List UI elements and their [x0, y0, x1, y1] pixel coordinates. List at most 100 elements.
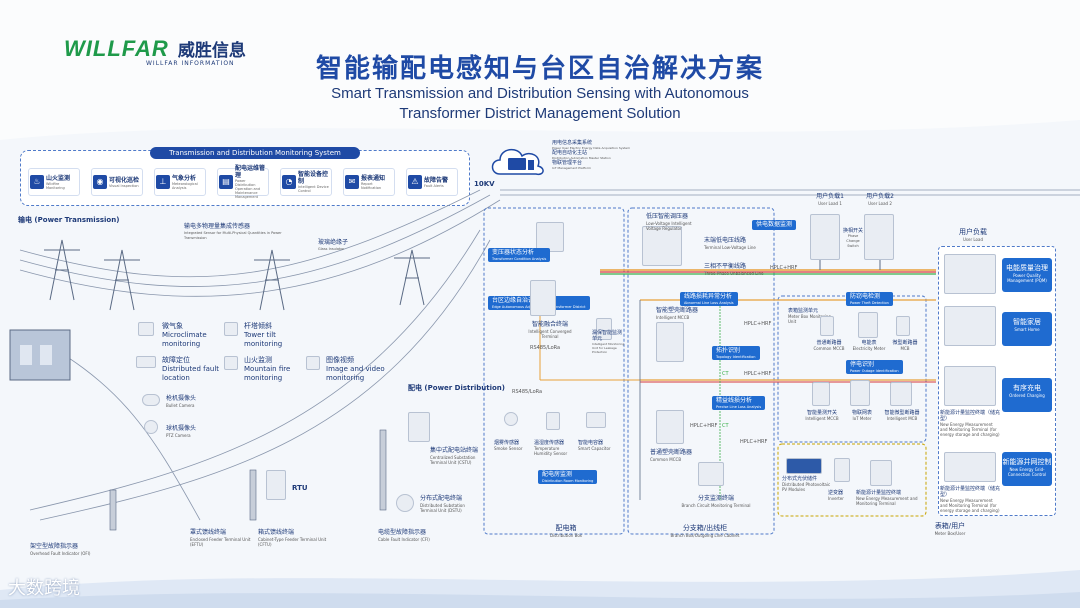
new-energy-terminal-label: 新能源计量监控终端 New Energy Measurement and Mon…: [856, 490, 918, 506]
smoke-sensor-en: Smoke Sensor: [494, 446, 523, 451]
cstu-device-icon: [408, 412, 430, 442]
monitoring-item-sublabel: Power Distribution Operation and Mainten…: [235, 179, 261, 199]
common-breaker-cn: 普通断路器: [816, 340, 842, 346]
outage-id-en: Power Outage Identification: [850, 369, 899, 373]
electricity-meter-label: 电能表 Electricity Meter: [852, 340, 886, 351]
sensor-label: 输电多物理量集成传感器 Integrated Sensor for Multi-…: [184, 222, 284, 241]
converged-terminal-en: Intelligent Converged Terminal: [528, 329, 572, 339]
meter-box-footer-en: Meter Box/User: [934, 531, 966, 536]
smart-switch-en: Intelligent MCCB: [805, 416, 839, 421]
cloud-label-2: 配电自动化主站: [552, 150, 588, 156]
cfi-en: Cable Fault Indicator (CFI): [378, 537, 430, 542]
bullet-camera-icon: [142, 394, 160, 406]
distribution-box-footer-cn: 配电箱: [555, 524, 577, 532]
capacitor-en: Smart Capacitor: [578, 446, 611, 451]
cstu-label: 集中式配电站终端 Centralized Substation Terminal…: [430, 446, 490, 465]
voltage-regulator-icon: [642, 226, 682, 266]
voltage-regulator-cn: 低压智能调压器: [646, 213, 689, 220]
inverter-en: Inverter: [828, 496, 844, 501]
distribution-room-tag: 配电房监测 Distribution Room Monitoring: [538, 470, 598, 484]
ofi-en: Overhead Fault Indicator (OFI): [30, 551, 91, 556]
branch-terminal-en: Branch Circuit Monitoring Terminal: [681, 503, 751, 508]
ofi-label: 架空型故障指示器 Overhead Fault Indicator (OFI): [30, 542, 110, 556]
rs485-label-1: RS485/LoRa: [530, 345, 561, 351]
temp-sensor-icon: [546, 412, 560, 430]
end-low-voltage-cn: 末端低电压线路: [704, 237, 747, 244]
side-function-sublabel: Power Quality Management (PQM): [1007, 273, 1047, 283]
micro-breaker-label: 微型断路器 MCB: [888, 340, 922, 351]
electricity-meter-en: Electricity Meter: [852, 346, 886, 351]
user-load-2-cn: 用户负载2: [866, 193, 894, 200]
intelligent-mccb-cn: 智能塑壳断路器: [656, 307, 699, 314]
page-title-cn: 智能输配电感知与台区自治解决方案: [315, 54, 764, 84]
ptz-camera-icon: [144, 420, 158, 434]
cstu-cn: 集中式配电站终端: [430, 447, 479, 454]
capacitor-label: 智能电容器 Smart Capacitor: [578, 440, 622, 451]
theft-detect-tag: 防窃电检测 Power Theft Detection: [846, 292, 893, 306]
cstu-en: Centralized Substation Terminal Unit (CS…: [430, 455, 476, 465]
side-function-sublabel: Ordered Charging: [1009, 393, 1045, 398]
outage-id-tag: 停电识别 Power Outage Identification: [846, 360, 903, 374]
distribution-room-cn: 配电房监测: [542, 471, 573, 478]
mountain-fire-cn: 山火监测: [244, 356, 272, 364]
hplc-label-2: HPLC+HRF: [744, 371, 772, 377]
user-load-panel-en: User Load: [963, 237, 983, 242]
monitoring-item-sublabel: Fault Alerts: [424, 183, 444, 188]
side-function-label: 电能质量治理: [1006, 264, 1048, 272]
inverter-label: 逆变器 Inverter: [828, 490, 858, 501]
grid-terminal-en: New Energy Measurement and Monitoring Te…: [940, 498, 1000, 513]
sensor-label-en: Integrated Sensor for Multi-Physical Qua…: [184, 231, 282, 240]
fine-loss-cn: 精益线损分析: [716, 397, 753, 404]
converged-terminal-icon: [530, 280, 556, 316]
fault-location-label: 故障定位 Distributed fault location: [162, 356, 222, 383]
common-breaker-en: Common MCCB: [813, 346, 845, 351]
user-load-1-meter-icon: [810, 214, 840, 260]
micro-smart-breaker-cn: 智能微型断路器: [884, 410, 920, 416]
ev-terminal-cn: 新能源计量监控终端（储充型）: [940, 410, 1001, 422]
monitoring-item-sublabel: Report Notification: [361, 181, 382, 190]
cftu-cn: 箱式馈线终端: [258, 529, 295, 536]
leakage-unit-icon: [596, 318, 612, 340]
alert-icon: ⚠: [408, 175, 422, 189]
electricity-meter-cn: 电能表: [861, 340, 877, 346]
rs485-label-2: RS485/LoRa: [512, 389, 543, 395]
image-video-label: 图像视频 Image and video monitoring: [326, 356, 396, 383]
side-function-sublabel: New Energy Grid-Connection Control: [1007, 467, 1047, 477]
phase-switch-en: Phase Change Switch: [846, 234, 860, 248]
leakage-unit-label: 漏保智能监测单元 Intelligent Monitoring Unit for…: [592, 330, 626, 354]
pv-cn: 分布式光伏储件: [782, 476, 818, 482]
home-appliances-icon: [944, 254, 996, 294]
cftu-en: Cabinet-Type Feeder Terminal Unit (CFTU): [258, 537, 327, 547]
distribution-room-en: Distribution Room Monitoring: [542, 479, 594, 483]
common-mccb-label: 普通塑壳断路器 Common MCCB: [650, 448, 700, 462]
user-load-panel-cn: 用户负载: [959, 228, 987, 236]
cloud-icon: [491, 148, 544, 176]
intelligent-mccb-label: 智能塑壳断路器 Intelligent MCCB: [656, 306, 706, 320]
watermark: 大数跨境: [8, 578, 80, 599]
micro-breaker-en: MCB: [900, 346, 910, 351]
leakage-unit-cn: 漏保智能监测单元: [592, 330, 623, 342]
unbalance-label: 三相不平衡线路 Three-Phase Unbalanced Line: [704, 262, 774, 276]
theft-detect-cn: 防窃电检测: [850, 293, 881, 300]
pv-en: Distributed Photovoltaic PV Modules: [782, 482, 831, 492]
distribution-box-footer: 配电箱 Distribution Box: [536, 524, 596, 538]
voltage-regulator-label: 低压智能调压器 Low-Voltage Intelligent Voltage …: [646, 212, 706, 231]
dstu-cn: 分布式配电终端: [420, 495, 463, 502]
phase-switch-cn: 换相开关: [842, 228, 863, 234]
transmission-section-label: 输电 (Power Transmission): [18, 216, 120, 224]
